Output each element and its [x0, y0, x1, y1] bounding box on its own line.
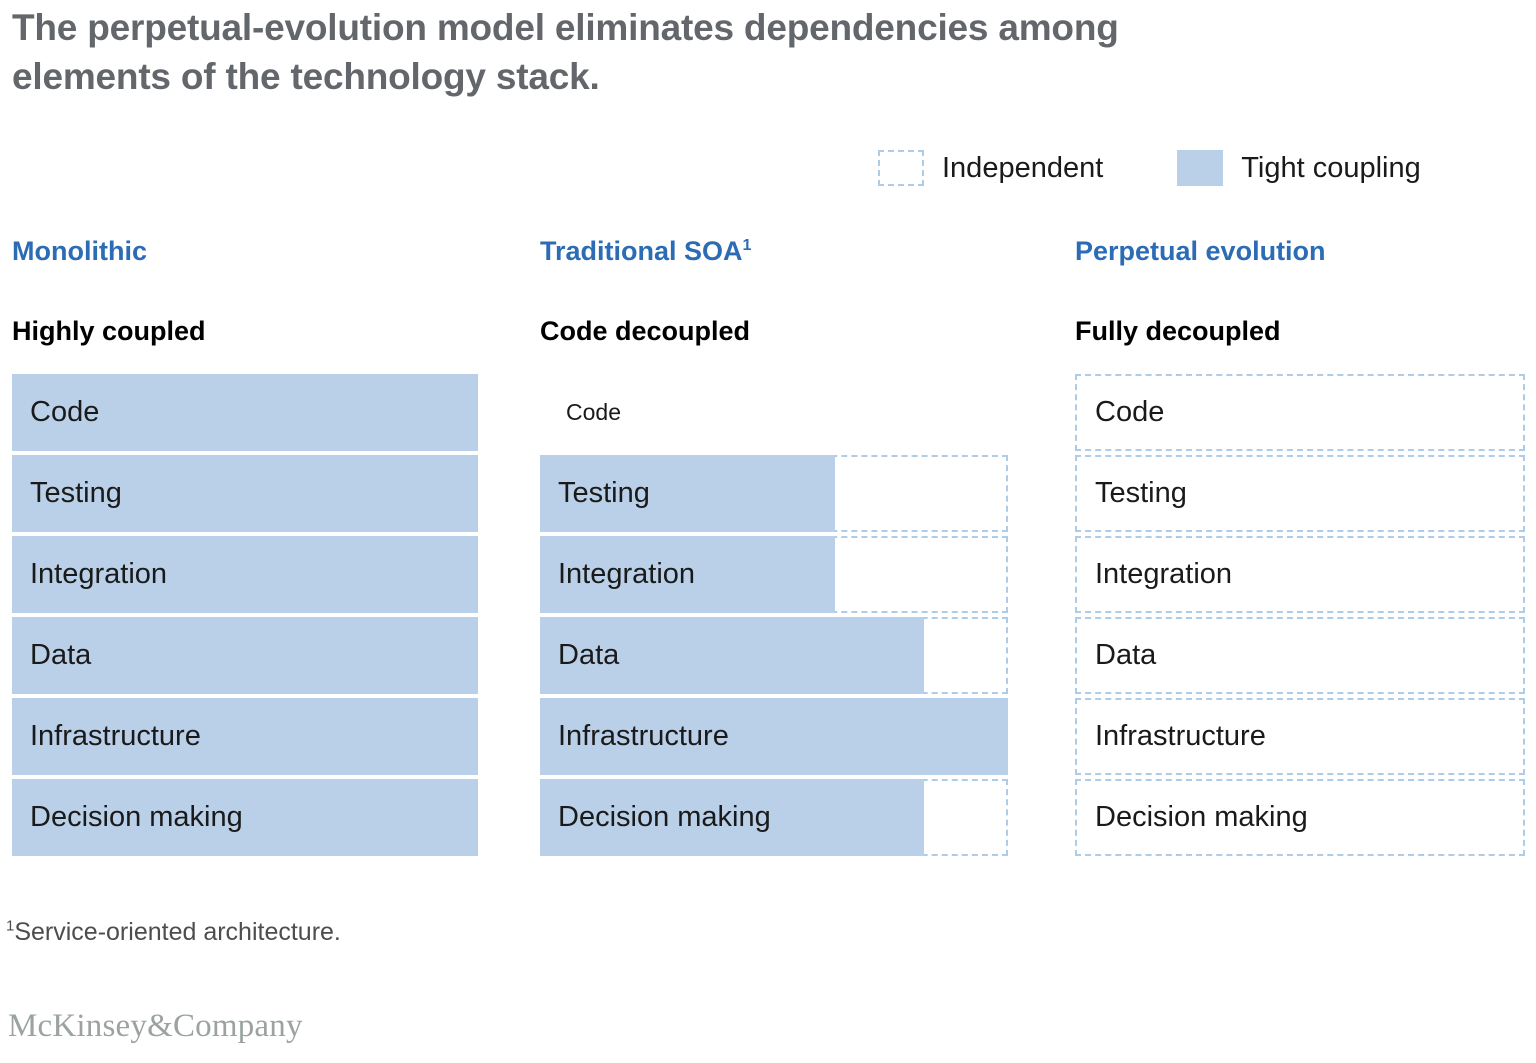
row-label: Code	[1095, 396, 1165, 428]
row-label: Testing	[1095, 477, 1187, 509]
row-label: Infrastructure	[1095, 720, 1266, 752]
stack-row: Integration	[1075, 536, 1525, 613]
stack-row: Infrastructure	[12, 698, 478, 775]
independent-swatch-icon	[878, 150, 924, 186]
legend-item-tight-coupling: Tight coupling	[1177, 150, 1421, 186]
stack-row: Code	[12, 374, 478, 451]
stack-row: Testing	[1075, 455, 1525, 532]
independent-outline	[1075, 617, 1525, 694]
legend-item-independent: Independent	[878, 150, 1103, 186]
column-title-text: Traditional SOA	[540, 236, 743, 266]
legend-label-tight-coupling: Tight coupling	[1241, 151, 1421, 184]
rows-traditional-soa: Code Testing Integration Data Infrastruc…	[540, 374, 1008, 856]
coupled-bar	[12, 617, 478, 694]
stack-row: Integration	[540, 536, 1008, 613]
stack-row: Infrastructure	[540, 698, 1008, 775]
column-title-perpetual-evolution: Perpetual evolution	[1075, 236, 1326, 266]
stack-row: Decision making	[12, 779, 478, 856]
column-title-monolithic: Monolithic	[12, 236, 147, 266]
independent-outline	[1075, 455, 1525, 532]
stack-row: Decision making	[540, 779, 1008, 856]
footnote-marker: 1	[6, 917, 15, 935]
column-subtitle-traditional-soa: Code decoupled	[540, 316, 751, 346]
legend-label-independent: Independent	[942, 151, 1104, 184]
independent-outline	[1075, 536, 1525, 613]
rows-perpetual-evolution: Code Testing Integration Data Infrastruc…	[1075, 374, 1525, 856]
legend: Independent Tight coupling	[878, 150, 1421, 186]
row-label: Decision making	[30, 801, 243, 833]
stack-row: Integration	[12, 536, 478, 613]
footnote: 1Service-oriented architecture.	[6, 918, 341, 947]
coupled-bar	[12, 455, 478, 532]
tight-coupling-swatch-icon	[1177, 150, 1224, 186]
column-title-traditional-soa: Traditional SOA1	[540, 236, 1008, 270]
coupled-bar	[540, 536, 835, 613]
column-traditional-soa: Traditional SOA1 Code decoupled Code Tes…	[540, 236, 1008, 860]
row-label: Testing	[558, 477, 650, 509]
row-label: Infrastructure	[558, 720, 729, 752]
independent-outline	[1075, 374, 1525, 451]
column-subtitle-monolithic: Highly coupled	[12, 316, 206, 346]
row-label: Decision making	[558, 801, 771, 833]
stack-row: Code	[540, 374, 1008, 451]
row-label: Data	[1095, 639, 1157, 671]
independent-outline	[1075, 779, 1525, 856]
coupled-bar	[12, 779, 478, 856]
footnote-marker: 1	[742, 237, 752, 254]
coupled-bar	[12, 536, 478, 613]
row-label: Integration	[30, 558, 168, 590]
page-title: The perpetual-evolution model eliminates…	[12, 7, 1119, 97]
stack-row: Decision making	[1075, 779, 1525, 856]
row-label: Testing	[30, 477, 122, 509]
row-label: Infrastructure	[30, 720, 201, 752]
footnote-text: Service-oriented architecture.	[14, 918, 341, 946]
independent-outline	[1075, 698, 1525, 775]
stack-row: Data	[12, 617, 478, 694]
coupled-bar	[540, 617, 924, 694]
coupled-bar	[540, 698, 1008, 775]
column-subtitle-perpetual-evolution: Fully decoupled	[1075, 316, 1281, 346]
coupled-bar	[540, 779, 924, 856]
stack-row: Testing	[540, 455, 1008, 532]
stack-row: Testing	[12, 455, 478, 532]
row-label: Code	[566, 399, 621, 425]
stack-row: Code	[1075, 374, 1525, 451]
row-label: Integration	[558, 558, 696, 590]
column-monolithic: Monolithic Highly coupled Code Testing I…	[12, 236, 478, 860]
mckinsey-logo: McKinsey&Company	[8, 1008, 303, 1044]
row-label: Integration	[1095, 558, 1233, 590]
stack-row: Infrastructure	[1075, 698, 1525, 775]
stack-row: Data	[540, 617, 1008, 694]
coupled-bar	[12, 698, 478, 775]
row-label: Decision making	[1095, 801, 1308, 833]
coupled-bar	[540, 455, 835, 532]
coupled-bar	[12, 374, 478, 451]
stack-row: Data	[1075, 617, 1525, 694]
row-label: Code	[30, 396, 100, 428]
column-perpetual-evolution: Perpetual evolution Fully decoupled Code…	[1075, 236, 1525, 860]
rows-monolithic: Code Testing Integration Data Infrastruc…	[12, 374, 478, 856]
row-label: Data	[558, 639, 620, 671]
row-label: Data	[30, 639, 92, 671]
